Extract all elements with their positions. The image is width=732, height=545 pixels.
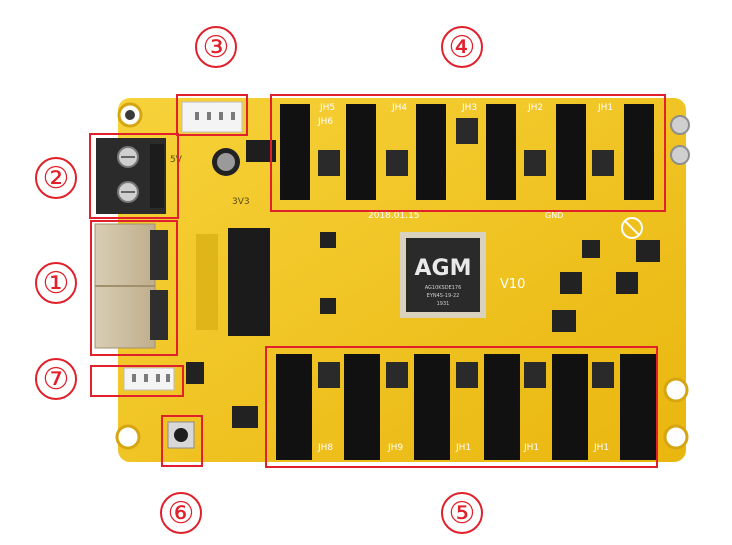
reset-button <box>167 421 195 449</box>
label-jh8: JH8 <box>317 443 333 453</box>
callout-3: ③ <box>195 26 237 68</box>
version-label: V10 <box>500 277 525 292</box>
main-fpga-chip <box>400 232 486 318</box>
gnd-label: GND <box>545 211 563 220</box>
ethernet-ports <box>94 223 168 349</box>
label-jh2: JH2 <box>527 103 543 113</box>
regulator-label: 3V3 <box>232 197 250 207</box>
regulator-chip <box>246 140 276 162</box>
chip-brand: AGM <box>415 256 472 281</box>
callout-7: ⑦ <box>35 358 77 400</box>
memory-chip <box>228 228 270 336</box>
top-header-connectors <box>280 104 654 200</box>
highlight-top-headers <box>270 94 666 212</box>
chip-line-2: EYN4S-19-22 <box>427 293 460 299</box>
label-jh4: JH4 <box>391 103 407 113</box>
callout-1: ① <box>35 262 77 304</box>
chip-line-3: 1931 <box>437 301 450 307</box>
highlight-bottom-headers <box>265 346 658 468</box>
label-jh5: JH5 <box>319 103 335 113</box>
highlight-terminal <box>89 133 179 219</box>
chip-line-1: AG10KSDE176 <box>425 285 462 291</box>
label-jh12: JH1 <box>593 443 609 453</box>
terminal-label: 5V <box>170 155 183 165</box>
date-label: 2018.01.15 <box>368 211 420 221</box>
top-white-connector <box>181 101 243 133</box>
callout-6: ⑥ <box>160 492 202 534</box>
highlight-side-connector <box>90 365 184 397</box>
highlight-button <box>161 415 203 467</box>
label-jh6: JH6 <box>317 117 333 127</box>
callout-4: ④ <box>441 26 483 68</box>
label-jh3: JH3 <box>461 103 477 113</box>
capacitor <box>212 148 240 176</box>
callout-2: ② <box>35 157 77 199</box>
power-terminal-block <box>96 138 166 214</box>
label-jh11: JH1 <box>523 443 539 453</box>
highlight-ethernet <box>90 220 178 356</box>
pin-header-column <box>196 234 218 330</box>
mounting-holes <box>115 102 690 450</box>
label-jh1: JH1 <box>597 103 613 113</box>
bottom-header-connectors <box>276 354 656 460</box>
highlight-top-connector <box>176 94 248 136</box>
side-white-connector <box>123 367 175 391</box>
label-jh9: JH9 <box>387 443 403 453</box>
small-chips <box>186 232 660 428</box>
callout-5: ⑤ <box>441 492 483 534</box>
label-jh10: JH1 <box>455 443 471 453</box>
pb-free-mark <box>621 217 643 239</box>
